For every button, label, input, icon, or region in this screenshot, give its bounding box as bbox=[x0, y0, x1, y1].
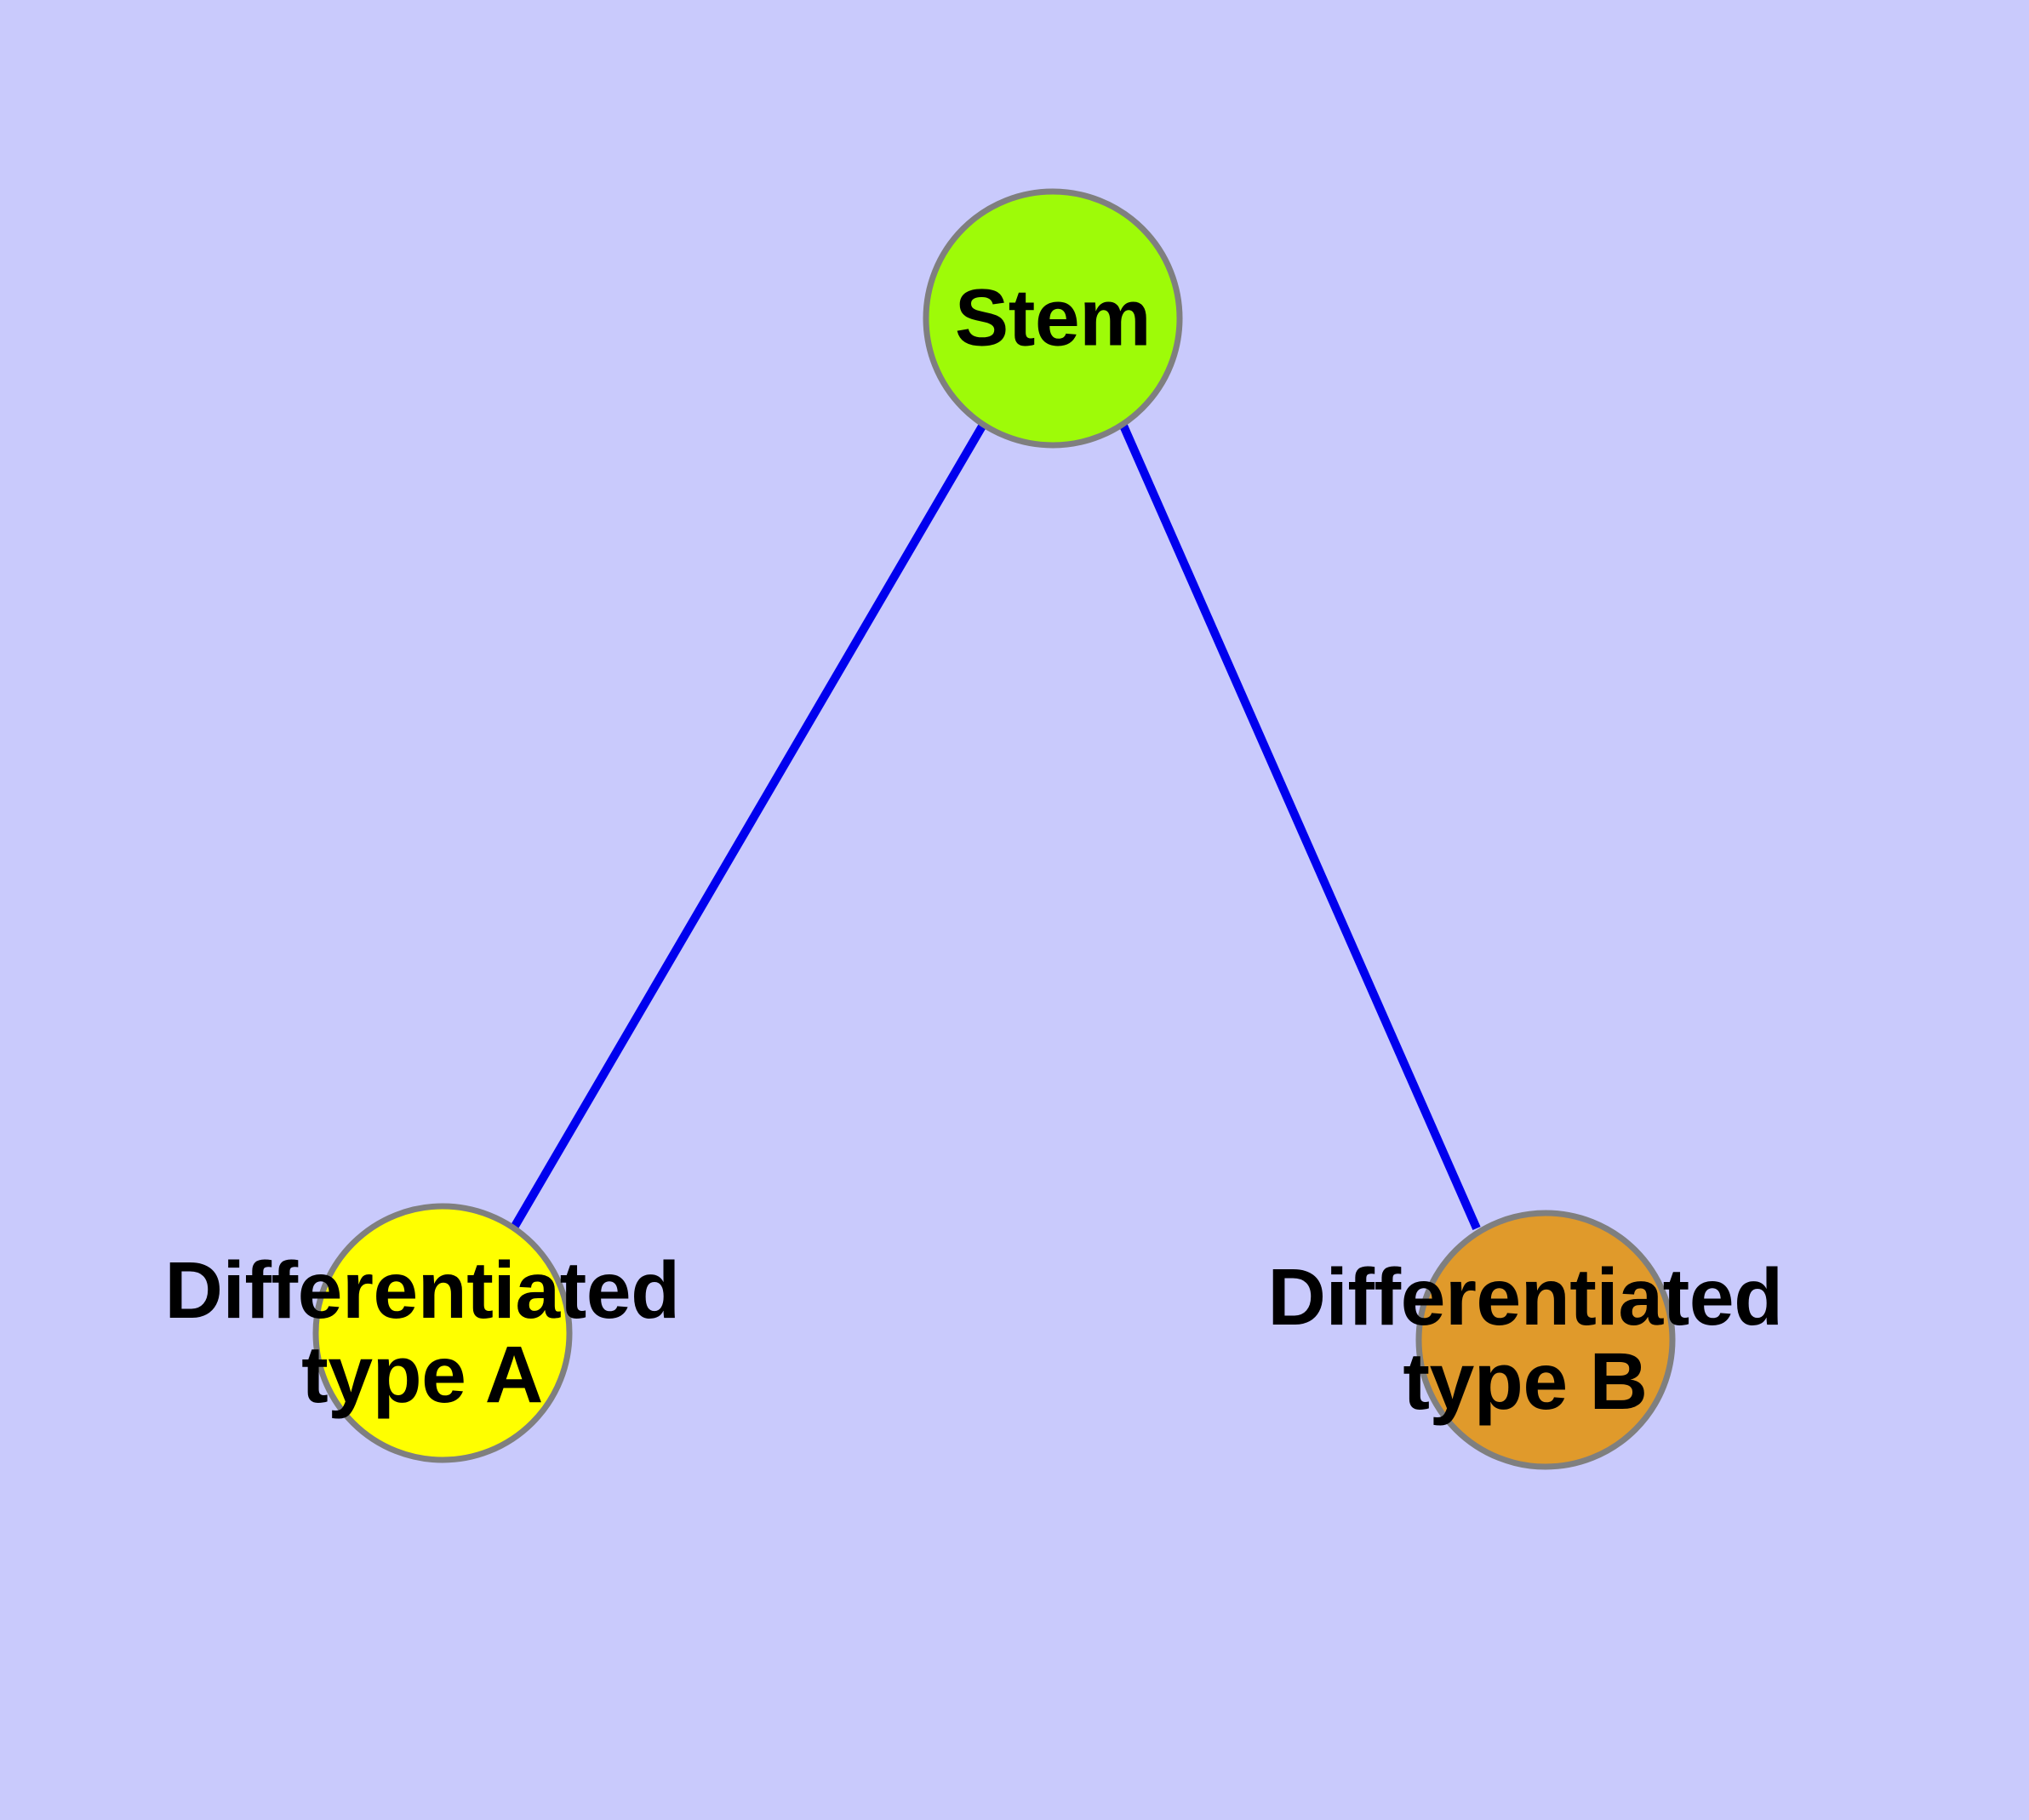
edge-stem-to-diff-a[interactable] bbox=[510, 422, 987, 1230]
edge-stem-to-diff-b[interactable] bbox=[1119, 423, 1481, 1231]
node-stem[interactable] bbox=[923, 188, 1183, 449]
node-differentiated-type-b[interactable] bbox=[1415, 1210, 1676, 1470]
edge-layer bbox=[510, 422, 1481, 1231]
node-layer bbox=[312, 188, 1676, 1470]
node-differentiated-type-a[interactable] bbox=[312, 1203, 573, 1463]
